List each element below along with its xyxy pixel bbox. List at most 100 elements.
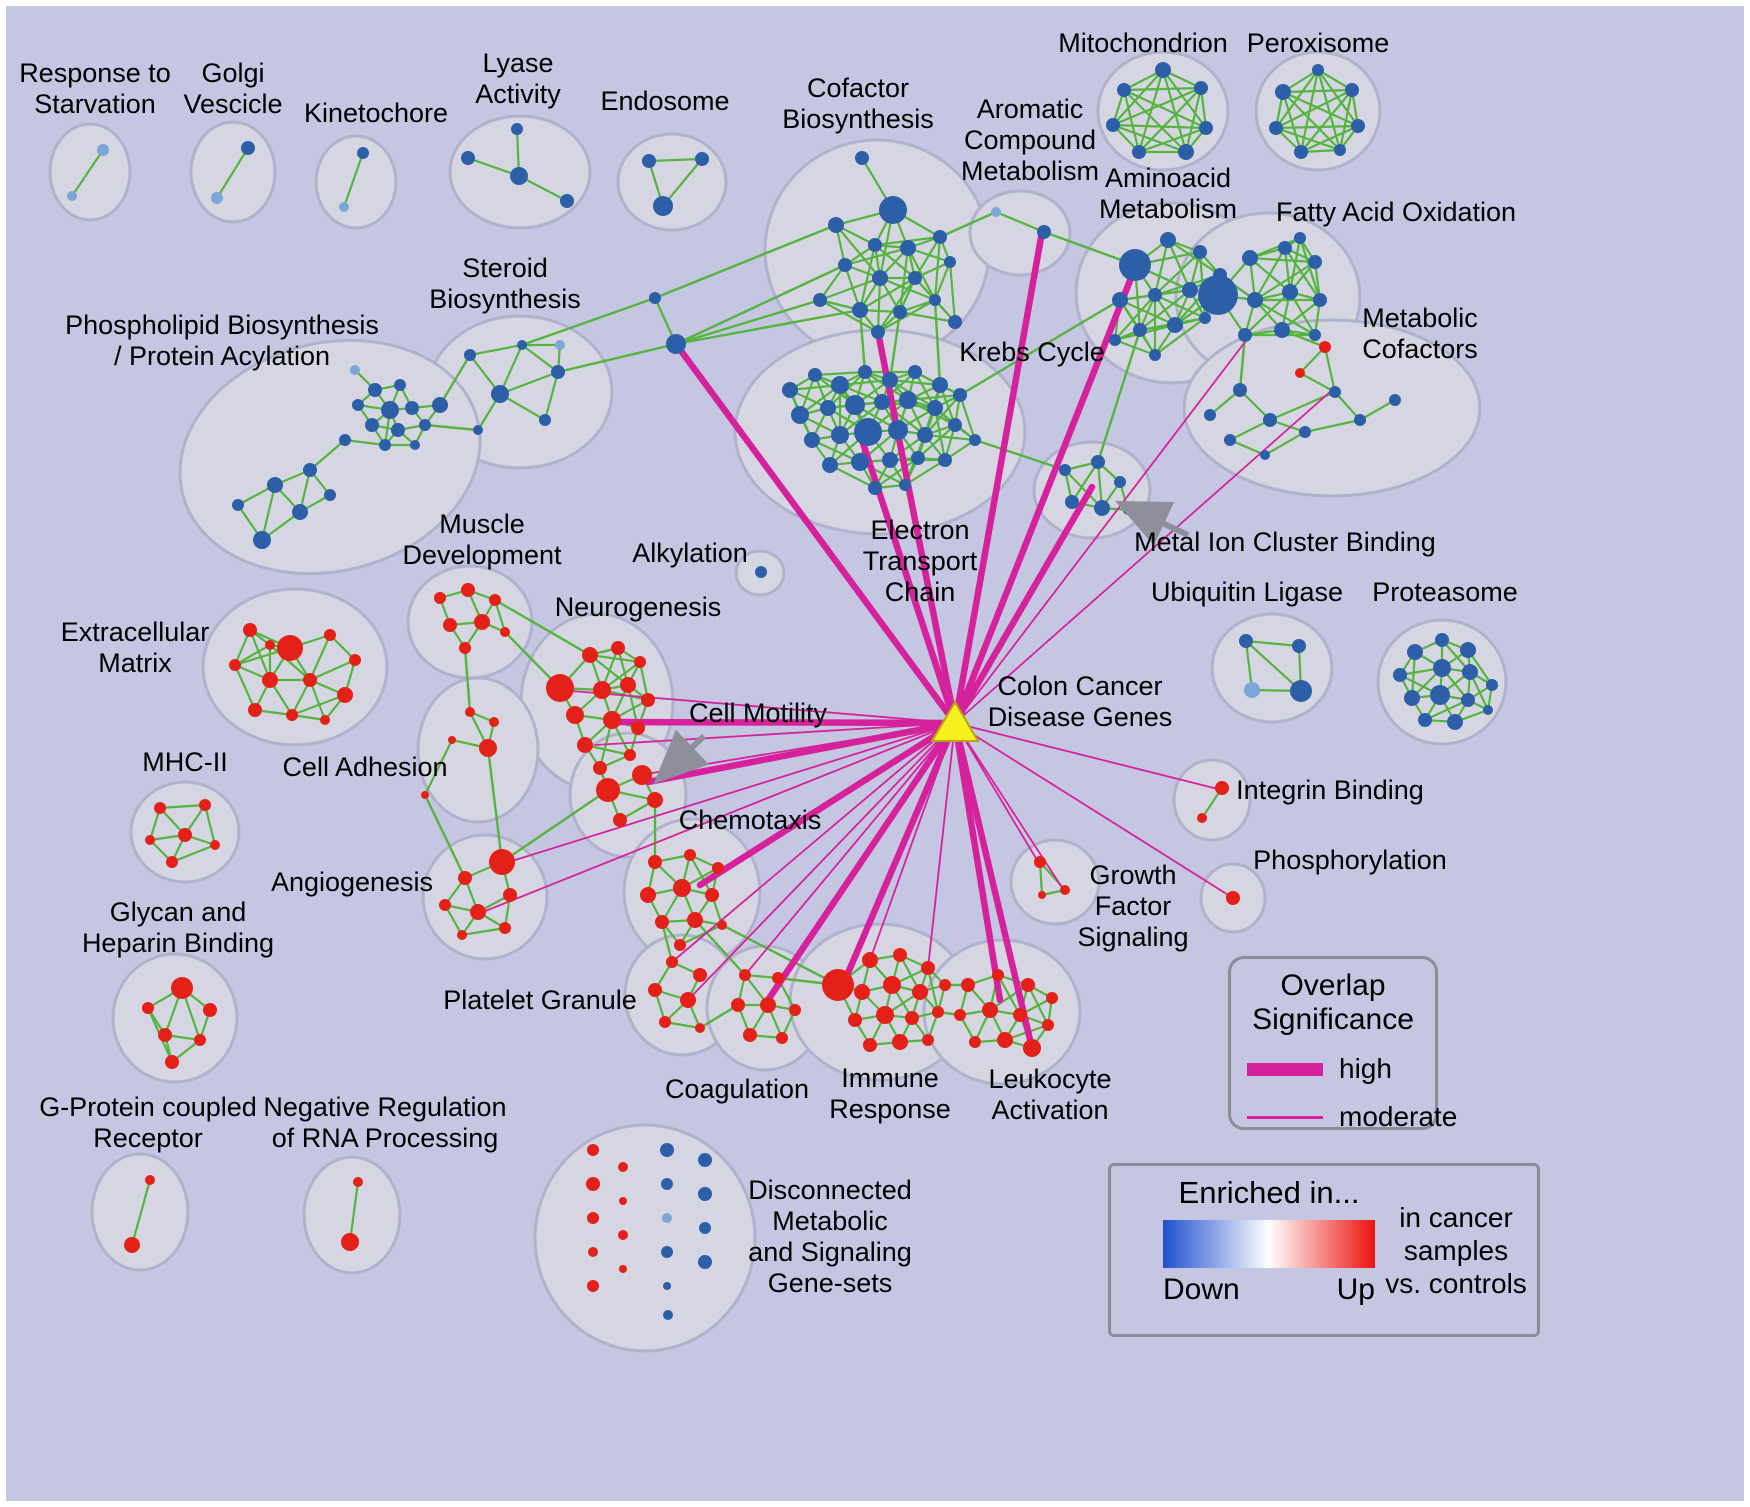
overlap-edge-high [764, 719, 959, 1004]
gene-set-node [165, 1055, 179, 1069]
gene-set-node [660, 1143, 674, 1157]
green-edge [888, 311, 902, 381]
gene-set-node [1117, 83, 1131, 97]
cluster-label-cofactor-biosynthesis: Biosynthesis [782, 104, 934, 134]
gene-set-node [922, 1034, 934, 1046]
gene-set-node [586, 1177, 600, 1191]
gene-set-node [908, 271, 922, 285]
overlap-edge-moderate [744, 722, 956, 976]
overlap-edge-high [951, 264, 1139, 727]
green-edge [342, 152, 365, 208]
enrichment-down-label: Down [1163, 1273, 1240, 1306]
gene-set-node [210, 840, 220, 850]
gene-set-node [624, 749, 636, 761]
green-edge [423, 794, 467, 879]
gene-set-node [953, 388, 967, 402]
gene-set-node [634, 656, 646, 668]
cluster-label-cell-motility: Cell Motility [689, 698, 828, 728]
cluster-label-disconnected-gene-sets: Disconnected [748, 1175, 912, 1205]
green-edge [216, 147, 249, 199]
gene-set-node [1198, 275, 1238, 315]
gene-set-node [1133, 323, 1147, 337]
gene-set-node [698, 1187, 712, 1201]
green-edge [469, 343, 523, 357]
cluster-label-response-to-starvation: Response to [19, 58, 171, 88]
gene-set-node [1023, 1039, 1041, 1057]
green-edge [904, 459, 946, 486]
gene-set-node [1260, 450, 1270, 460]
cluster-label-immune-response: Response [829, 1094, 951, 1124]
overlap-edge-moderate [927, 722, 956, 969]
green-edge [959, 298, 1121, 397]
gene-set-node [871, 325, 885, 339]
green-edge [939, 210, 997, 239]
gene-set-node [611, 641, 625, 655]
cluster-label-steroid-biosynthesis: Biosynthesis [429, 284, 581, 314]
gene-set-node [1149, 349, 1161, 361]
gene-set-node [883, 976, 901, 994]
green-edge [1096, 329, 1142, 463]
gene-set-node [349, 654, 361, 666]
gene-set-node [1329, 386, 1341, 398]
gene-set-node [649, 292, 661, 304]
gene-set-node [876, 1006, 894, 1024]
gene-set-node [1354, 414, 1366, 426]
cluster-label-metal-ion-cluster-binding: Metal Ion Cluster Binding [1134, 527, 1436, 557]
green-edge [933, 261, 952, 301]
overlap-edge-moderate [954, 722, 1041, 866]
green-edge [1071, 461, 1099, 503]
green-edge [1112, 123, 1187, 154]
gene-set-node [341, 1233, 359, 1251]
gene-set-node [772, 972, 784, 984]
gene-set-node [1461, 693, 1475, 707]
green-edge [1275, 89, 1353, 129]
gene-set-node [648, 855, 662, 869]
gene-set-node [1435, 633, 1449, 647]
gene-set-node [912, 984, 928, 1000]
green-edge [1122, 89, 1141, 153]
green-edge [858, 309, 867, 373]
cluster-label-proteasome: Proteasome [1372, 577, 1518, 607]
overlap-edge-moderate [477, 722, 956, 915]
gene-set-node [267, 477, 283, 493]
gene-set-node [67, 191, 77, 201]
gene-set-node [838, 258, 852, 272]
gene-set-node [178, 828, 192, 842]
gene-set-node [1238, 328, 1252, 342]
gene-set-node [448, 736, 456, 744]
gene-set-node [929, 294, 941, 306]
cluster-label-cofactor-biosynthesis: Cofactor [807, 73, 909, 103]
gene-set-node [439, 899, 451, 911]
gene-set-node [939, 979, 951, 991]
gene-set-node [470, 904, 486, 920]
gene-set-node [1059, 464, 1071, 476]
gene-set-node [262, 672, 278, 688]
green-edge [874, 457, 919, 489]
green-edge [233, 664, 257, 711]
gene-set-node [699, 1222, 711, 1234]
legend-row-moderate: moderate [1247, 1101, 1457, 1133]
cluster-label-extracellular-matrix: Extracellular [61, 617, 210, 647]
overlap-edge-high [951, 719, 1004, 1004]
gene-set-node [1351, 119, 1365, 133]
cluster-label-steroid-biosynthesis: Steroid [462, 253, 548, 283]
gene-set-node [632, 765, 652, 785]
gene-set-node [352, 399, 364, 411]
legend-overlap-significance: Overlap Significance high moderate [1228, 956, 1457, 1133]
green-edge [260, 484, 277, 541]
green-edge [1359, 399, 1396, 421]
gene-set-node [862, 952, 878, 968]
gene-set-node [194, 1034, 206, 1046]
green-edge [675, 298, 821, 346]
cluster-ellipse-cell-adhesion [416, 676, 540, 824]
cluster-ellipse-kinetochore [314, 134, 398, 230]
gene-set-node [1404, 690, 1420, 706]
gene-set-node [992, 969, 1004, 981]
green-edge [694, 919, 746, 976]
gene-set-node [693, 968, 707, 982]
gene-set-node [339, 434, 351, 446]
green-edge [499, 370, 559, 396]
gene-set-node [489, 594, 501, 606]
gene-set-node [882, 372, 898, 388]
cluster-ellipse-endosome [616, 132, 728, 232]
